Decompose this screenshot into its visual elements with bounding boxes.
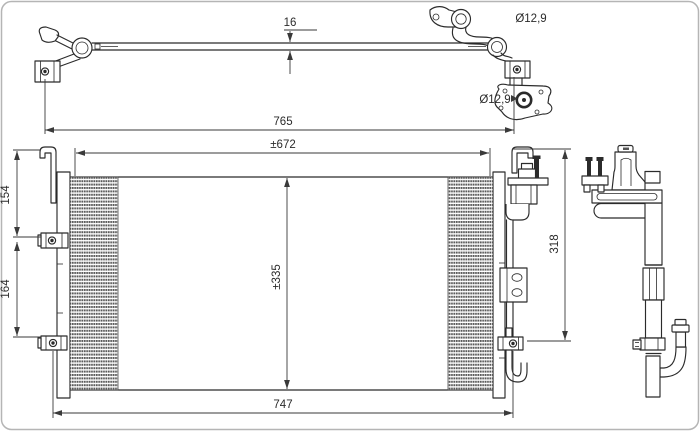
dimension-mounting-width: 747: [52, 351, 514, 418]
dimension-bar-thickness: 16: [284, 17, 317, 74]
cap-slot: [623, 147, 629, 150]
right-fittings-front-view: [497, 155, 549, 383]
stud-bolt-icon: [532, 155, 541, 159]
dim-side-height: 318: [549, 234, 561, 253]
dim-core-height: ±335: [271, 264, 283, 290]
lower-left-mount-bracket: [37, 335, 68, 351]
fin-hatch-right: [447, 176, 494, 391]
right-pipe-bracket-top-view: [429, 6, 553, 121]
port-diameter-top-label: Ø12,9: [515, 13, 546, 25]
fin-hatch-left: [69, 176, 119, 391]
side-top-bracket: [591, 144, 663, 204]
side-view: [581, 144, 690, 398]
port-diameter-bottom-label: Ø12,9: [479, 94, 510, 106]
dim-bar-thickness: 16: [284, 17, 297, 29]
outlet-pipe: [659, 318, 690, 378]
dimension-lower-bracket-offset: 164: [0, 242, 41, 338]
side-inlet-bolts: [581, 157, 609, 193]
dim-mounting-width: 747: [273, 399, 292, 411]
fitting-block: [510, 184, 538, 205]
bolt-icon: [585, 157, 593, 161]
dim-overall-width: 765: [273, 116, 292, 128]
top-view: 16 765 Ø12,9 Ø12,9: [34, 6, 553, 134]
left-tank: [56, 171, 71, 399]
dimension-drier-height: 318: [512, 148, 571, 342]
bolt-icon: [596, 157, 604, 161]
drier-bracket-plate: [499, 267, 528, 303]
left-mount-bracket-top-view: [34, 26, 93, 83]
dimension-core-width: ±672: [74, 139, 491, 176]
condenser-bar-top: [91, 42, 492, 51]
mid-left-mount-bracket: [37, 232, 69, 249]
condenser-core: [69, 176, 494, 391]
port-diameter-bottom: Ø12,9: [479, 94, 518, 106]
dim-core-width: ±672: [270, 139, 296, 151]
dim-upper-bracket-offset: 154: [0, 185, 12, 205]
outlet-cap: [674, 318, 687, 326]
front-view: ±672 ±335 154 164 747: [0, 139, 571, 418]
receiver-drier-tube: [632, 202, 666, 398]
fitting-flange: [507, 177, 549, 186]
elbow-pipe: [505, 204, 530, 221]
dim-lower-bracket-offset: 164: [0, 279, 12, 299]
dimension-core-height: ±335: [271, 178, 290, 389]
dimension-upper-bracket-offset: 154: [0, 149, 41, 238]
dimension-overall-width: 765: [44, 77, 515, 134]
leader-arrow-icon: [511, 95, 518, 102]
upper-left-hook-bracket: [39, 146, 57, 204]
tube-clamp: [639, 337, 666, 351]
